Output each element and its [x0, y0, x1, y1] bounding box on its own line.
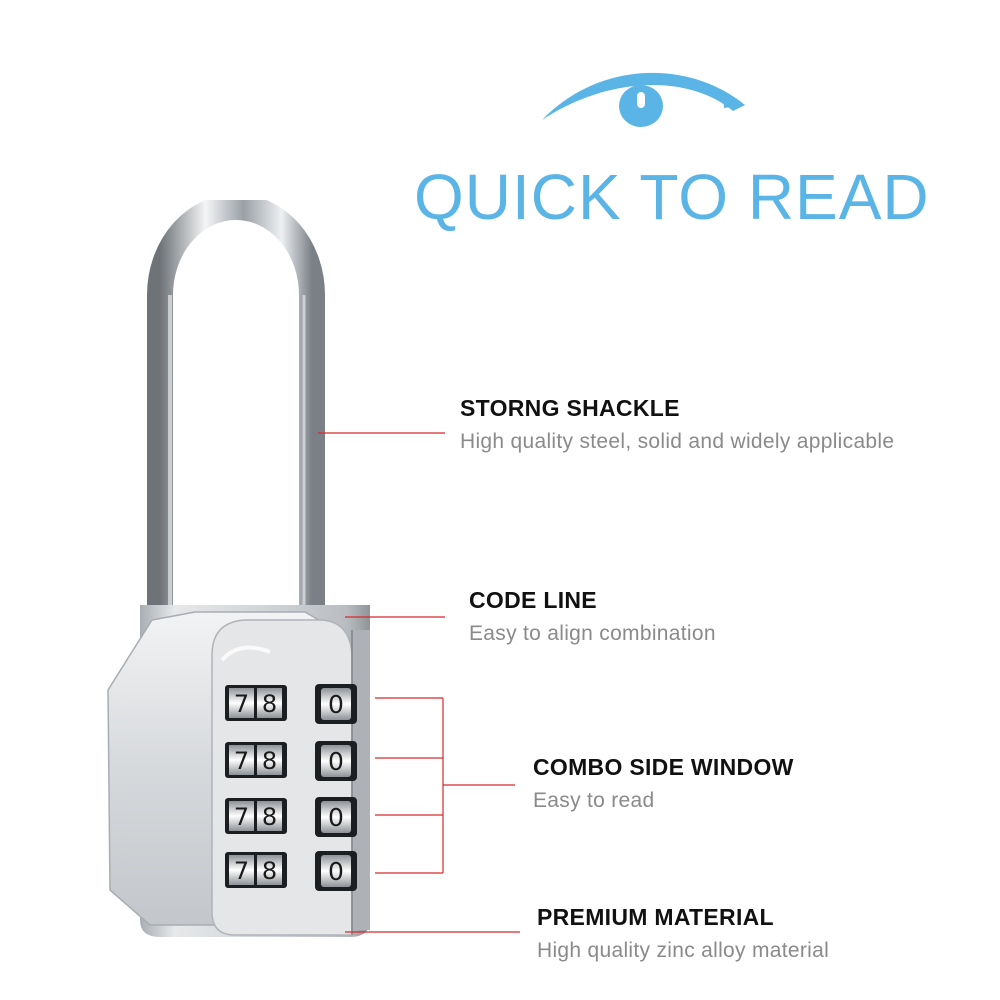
digit: 8: [262, 747, 277, 775]
digit: 8: [262, 857, 277, 885]
digit: 7: [234, 857, 249, 885]
digit: 8: [262, 803, 277, 831]
feature-title: STORNG SHACKLE: [460, 395, 680, 421]
feature-title: CODE LINE: [469, 587, 597, 613]
eye-icon: [542, 72, 745, 127]
digit: 8: [262, 690, 277, 718]
digit: 0: [328, 747, 344, 776]
feature-desc: High quality steel, solid and widely app…: [460, 430, 895, 453]
feature-code-line: CODE LINE Easy to align combination: [469, 587, 716, 646]
digit: 7: [234, 803, 249, 831]
feature-desc: Easy to align combination: [469, 622, 716, 645]
headline: QUICK TO READ: [414, 161, 930, 233]
feature-material: PREMIUM MATERIAL High quality zinc alloy…: [537, 904, 829, 963]
feature-desc: High quality zinc alloy material: [537, 939, 830, 962]
digit: 0: [328, 803, 344, 832]
digit: 0: [328, 690, 344, 719]
digit: 0: [328, 857, 344, 886]
feature-combo-window: COMBO SIDE WINDOW Easy to read: [533, 754, 794, 813]
feature-title: COMBO SIDE WINDOW: [533, 754, 794, 780]
feature-desc: Easy to read: [533, 789, 655, 812]
feature-shackle: STORNG SHACKLE High quality steel, solid…: [460, 395, 894, 454]
feature-title: PREMIUM MATERIAL: [537, 904, 774, 930]
digit: 7: [234, 690, 249, 718]
digit: 7: [234, 747, 249, 775]
